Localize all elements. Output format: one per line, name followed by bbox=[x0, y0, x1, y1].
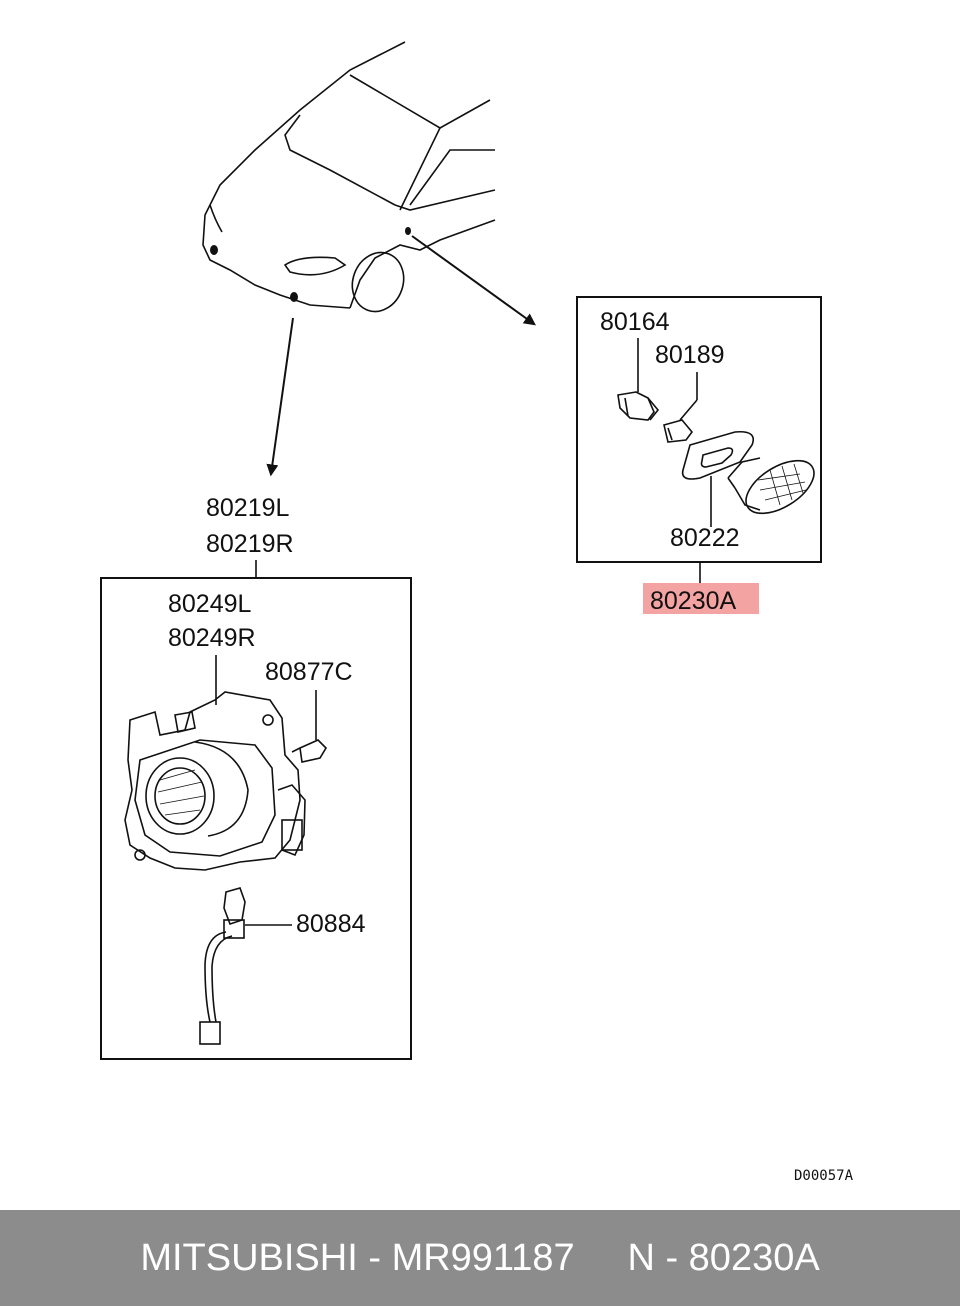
label-80249r: 80249R bbox=[168, 624, 256, 652]
label-80877c: 80877C bbox=[265, 658, 353, 686]
spacer bbox=[575, 1237, 628, 1280]
car-illustration bbox=[202, 41, 496, 313]
part-info-footer: MITSUBISHI - MR991187 N - 80230A bbox=[0, 1210, 960, 1306]
label-80249l: 80249L bbox=[168, 590, 252, 618]
drawing-code: D00057A bbox=[794, 1168, 854, 1184]
highlight-80230a bbox=[643, 583, 759, 614]
bulb-socket-illustration bbox=[617, 391, 660, 421]
fog-lamp-illustration bbox=[124, 691, 328, 871]
gasket-illustration bbox=[681, 430, 754, 480]
separator: - bbox=[357, 1236, 392, 1279]
label-80219r: 80219R bbox=[206, 530, 294, 558]
wedge-bulb-illustration bbox=[663, 419, 694, 443]
side-lens-illustration bbox=[727, 457, 815, 515]
label-80164: 80164 bbox=[600, 308, 670, 336]
fog-lamp-box bbox=[100, 577, 412, 1060]
arrow-to-side-marker bbox=[411, 235, 536, 326]
label-80189: 80189 bbox=[655, 341, 725, 369]
ref-prefix: N - bbox=[627, 1236, 689, 1279]
label-80230a: 80230A bbox=[650, 587, 737, 615]
parts-diagram: 80164 80189 80222 80230A 80219L 80219 bbox=[100, 41, 854, 1184]
arrow-to-fog-lamp bbox=[266, 317, 294, 477]
label-80219l: 80219L bbox=[206, 494, 290, 522]
label-80884: 80884 bbox=[296, 910, 366, 938]
part-number: MR991187 bbox=[391, 1236, 575, 1279]
fog-bulb-harness-illustration bbox=[199, 887, 246, 1045]
label-80222: 80222 bbox=[670, 524, 740, 552]
brand-name: MITSUBISHI bbox=[140, 1236, 358, 1279]
ref-number: 80230A bbox=[688, 1236, 820, 1279]
side-marker-box bbox=[576, 296, 822, 563]
